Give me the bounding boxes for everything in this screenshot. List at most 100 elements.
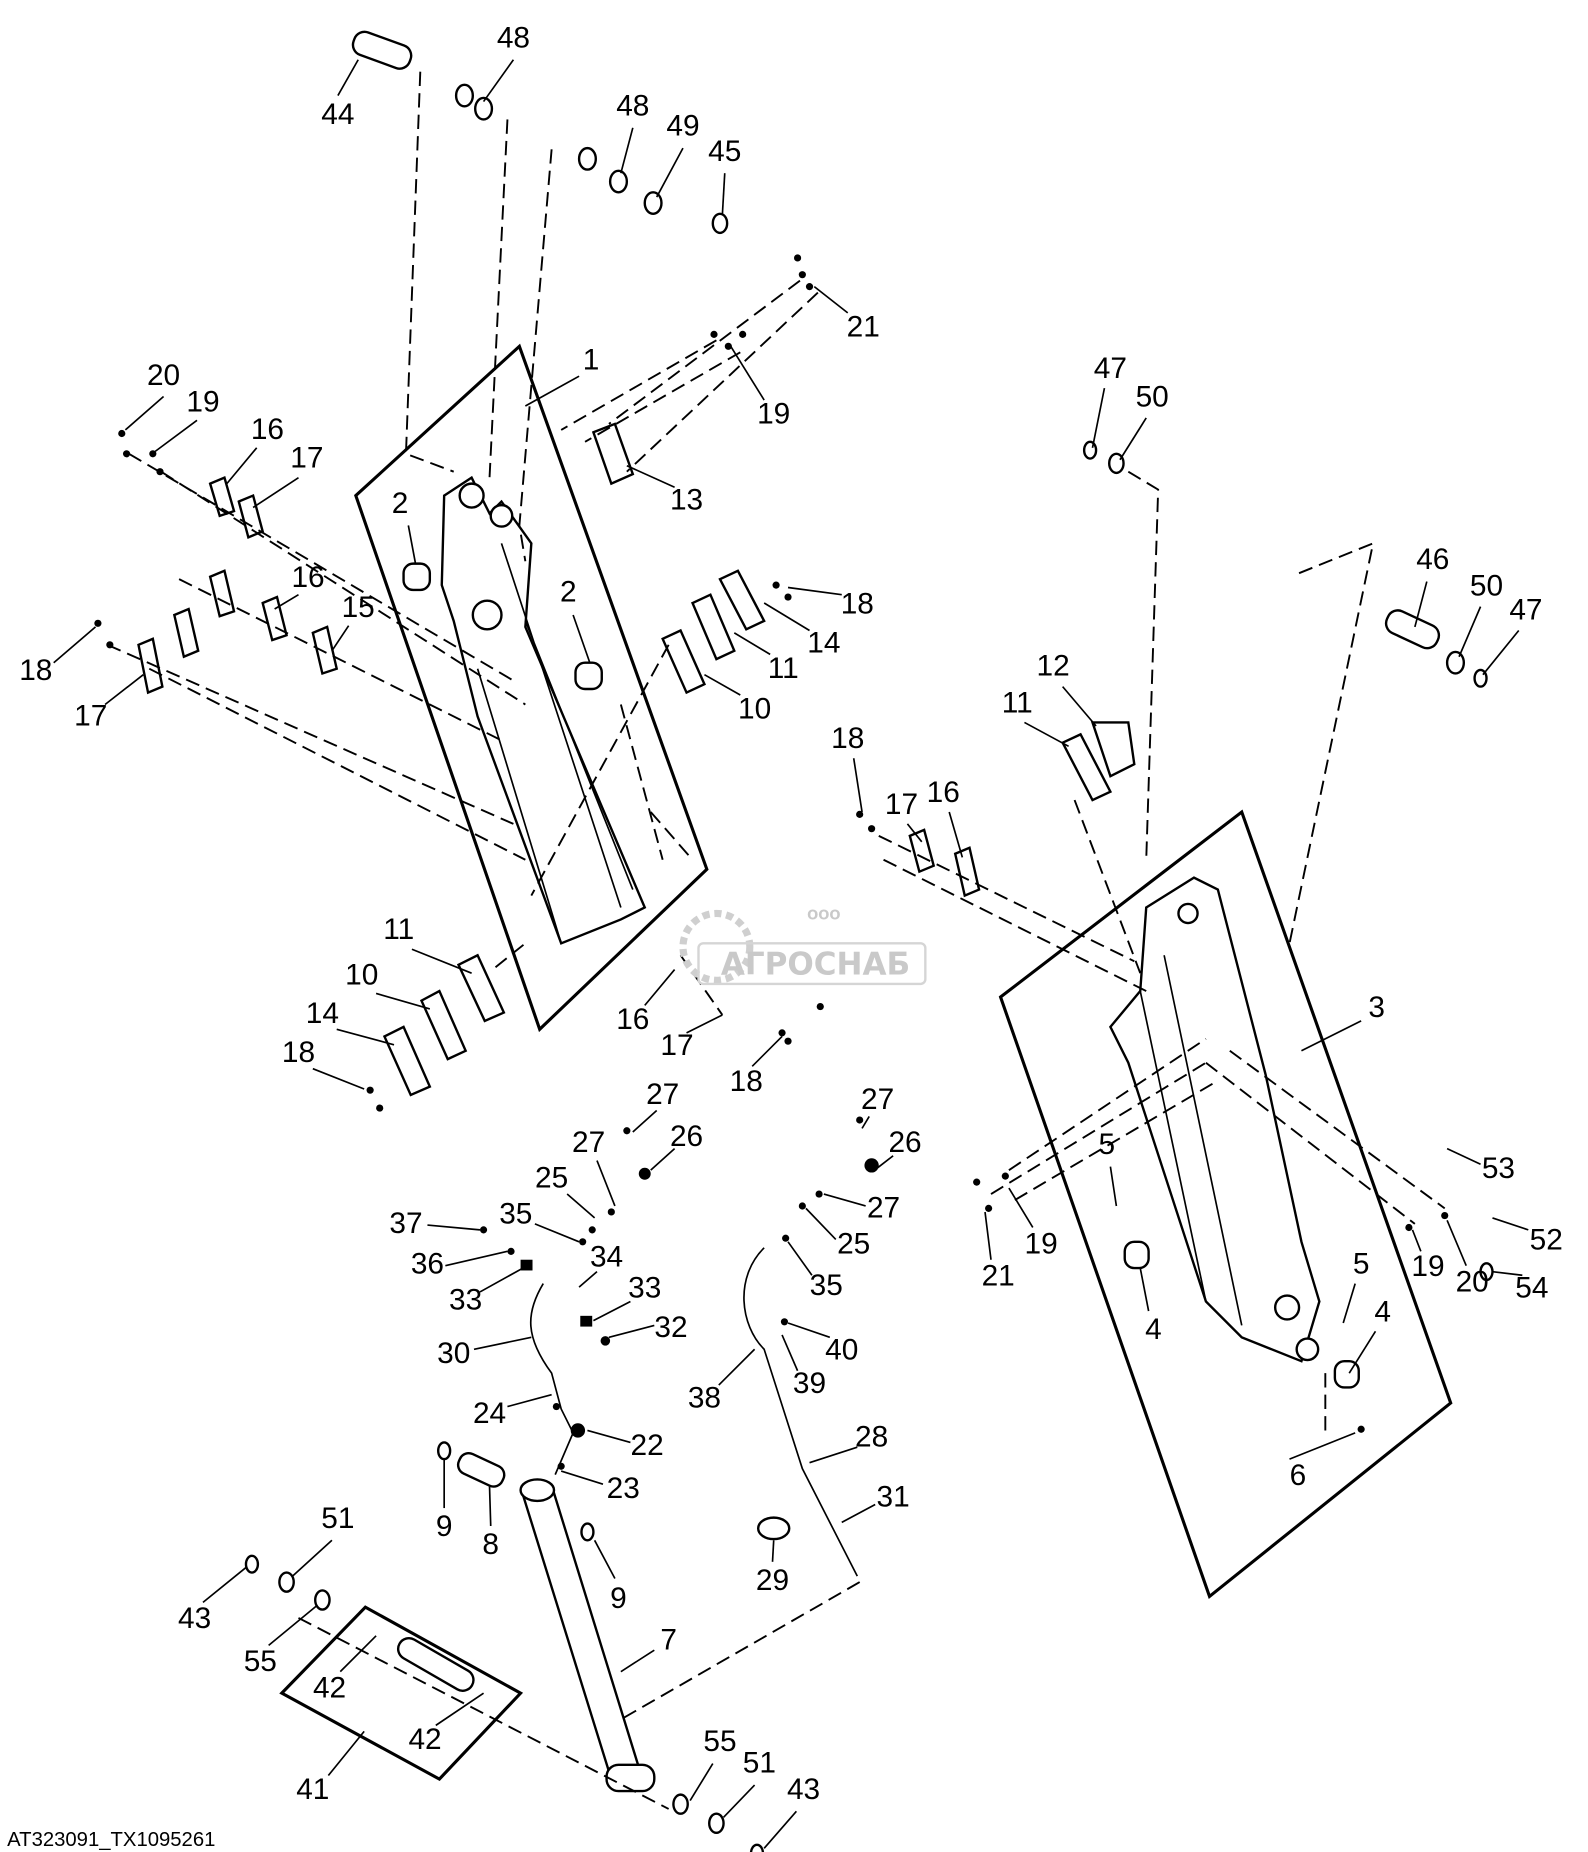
callout-label: 42 <box>408 1723 441 1756</box>
leader-line <box>686 1014 723 1034</box>
leader-line <box>1139 1267 1150 1312</box>
leader-line <box>572 614 591 664</box>
leader-line <box>730 345 765 401</box>
leader-line <box>608 1324 655 1339</box>
callout-label: 18 <box>19 654 52 687</box>
callout-label: 51 <box>321 1502 354 1535</box>
callout-label: 18 <box>730 1065 763 1098</box>
watermark-name: АГРОСНАБ <box>721 946 910 982</box>
callout-label: 18 <box>831 722 864 755</box>
callout-label: 22 <box>631 1429 664 1462</box>
leader-line <box>787 1322 831 1339</box>
leader-line <box>336 1028 395 1046</box>
callout-label: 27 <box>572 1126 605 1159</box>
callout-label: 40 <box>825 1334 858 1367</box>
callout-label: 55 <box>244 1645 277 1678</box>
leader-line <box>781 1334 799 1372</box>
callout-label: 50 <box>1136 381 1169 414</box>
callout-label: 24 <box>473 1397 506 1430</box>
callout-label: 11 <box>768 652 799 685</box>
callout-label: 4 <box>1145 1313 1162 1346</box>
callout-label: 35 <box>499 1197 532 1230</box>
leader-line <box>427 1224 481 1231</box>
callout-label: 26 <box>670 1120 703 1153</box>
leader-line <box>53 626 97 664</box>
leader-line <box>1458 606 1482 658</box>
callout-label: 17 <box>660 1029 693 1062</box>
callout-label: 41 <box>296 1773 329 1806</box>
leader-line <box>268 1605 317 1647</box>
assembly-lines <box>107 71 1446 1810</box>
pin-44 <box>351 30 413 70</box>
callout-label: 10 <box>345 959 378 992</box>
leader-line <box>479 1267 524 1293</box>
leader-line <box>124 395 165 431</box>
leader-line <box>841 1503 876 1524</box>
callout-label: 39 <box>793 1367 826 1400</box>
callout-label: 50 <box>1470 569 1503 602</box>
callout-label: 18 <box>841 587 874 620</box>
callout-label: 48 <box>497 21 530 54</box>
callout-label: 27 <box>646 1078 679 1111</box>
callout-label: 42 <box>313 1671 346 1704</box>
pin-46 <box>1384 609 1441 650</box>
leader-line <box>877 1155 894 1169</box>
leader-line <box>813 285 849 314</box>
leader-line <box>375 992 431 1010</box>
leader-line <box>596 1160 616 1207</box>
callout-label: 10 <box>738 692 771 725</box>
fasteners <box>94 254 1449 1470</box>
leader-line <box>473 1336 532 1351</box>
callout-label: 8 <box>482 1528 499 1561</box>
leader-line <box>407 525 417 564</box>
callout-label: 47 <box>1509 593 1542 626</box>
leader-line <box>1301 1020 1362 1052</box>
leader-line <box>507 1393 552 1408</box>
leader-line <box>704 673 741 696</box>
leader-line <box>593 1539 616 1579</box>
callout-label: 5 <box>1099 1128 1116 1161</box>
callout-label: 37 <box>389 1207 422 1240</box>
leader-line <box>718 1348 756 1386</box>
callout-label: 1 <box>583 344 600 377</box>
callout-label: 43 <box>178 1602 211 1635</box>
callout-label: 36 <box>411 1248 444 1281</box>
callout-label: 20 <box>147 359 180 392</box>
callout-label: 35 <box>810 1269 843 1302</box>
boom-panel-1 <box>354 343 709 1033</box>
arm-panel-3 <box>998 809 1453 1600</box>
leader-lines <box>53 59 1529 1849</box>
leader-line <box>650 1148 676 1171</box>
leader-line <box>1414 581 1428 628</box>
leader-line <box>154 419 198 453</box>
leader-line <box>587 1429 631 1444</box>
leader-line <box>984 1211 992 1260</box>
callout-label: 54 <box>1515 1271 1548 1304</box>
callout-label: 17 <box>290 442 323 475</box>
leader-line <box>733 632 771 656</box>
leader-line <box>787 586 842 596</box>
leader-line <box>852 758 863 813</box>
leader-line <box>809 1446 858 1464</box>
leader-line <box>1119 417 1147 461</box>
callout-label: 16 <box>291 561 324 594</box>
washers <box>244 83 1494 1852</box>
leader-line <box>411 948 472 974</box>
leader-line <box>202 1565 248 1604</box>
callout-label: 16 <box>251 413 284 446</box>
callout-label: 14 <box>807 627 840 660</box>
callout-label: 25 <box>535 1162 568 1195</box>
callout-label: 28 <box>855 1421 888 1454</box>
callout-label: 17 <box>885 788 918 821</box>
callout-label: 20 <box>1456 1265 1489 1298</box>
leader-line <box>1008 1187 1034 1228</box>
leader-line <box>488 1486 492 1527</box>
leader-line <box>906 823 923 843</box>
callout-label: 11 <box>1002 686 1033 719</box>
callout-label: 31 <box>877 1480 910 1513</box>
leader-line <box>689 1763 714 1802</box>
callout-label: 32 <box>654 1311 687 1344</box>
leader-line <box>771 1540 775 1562</box>
